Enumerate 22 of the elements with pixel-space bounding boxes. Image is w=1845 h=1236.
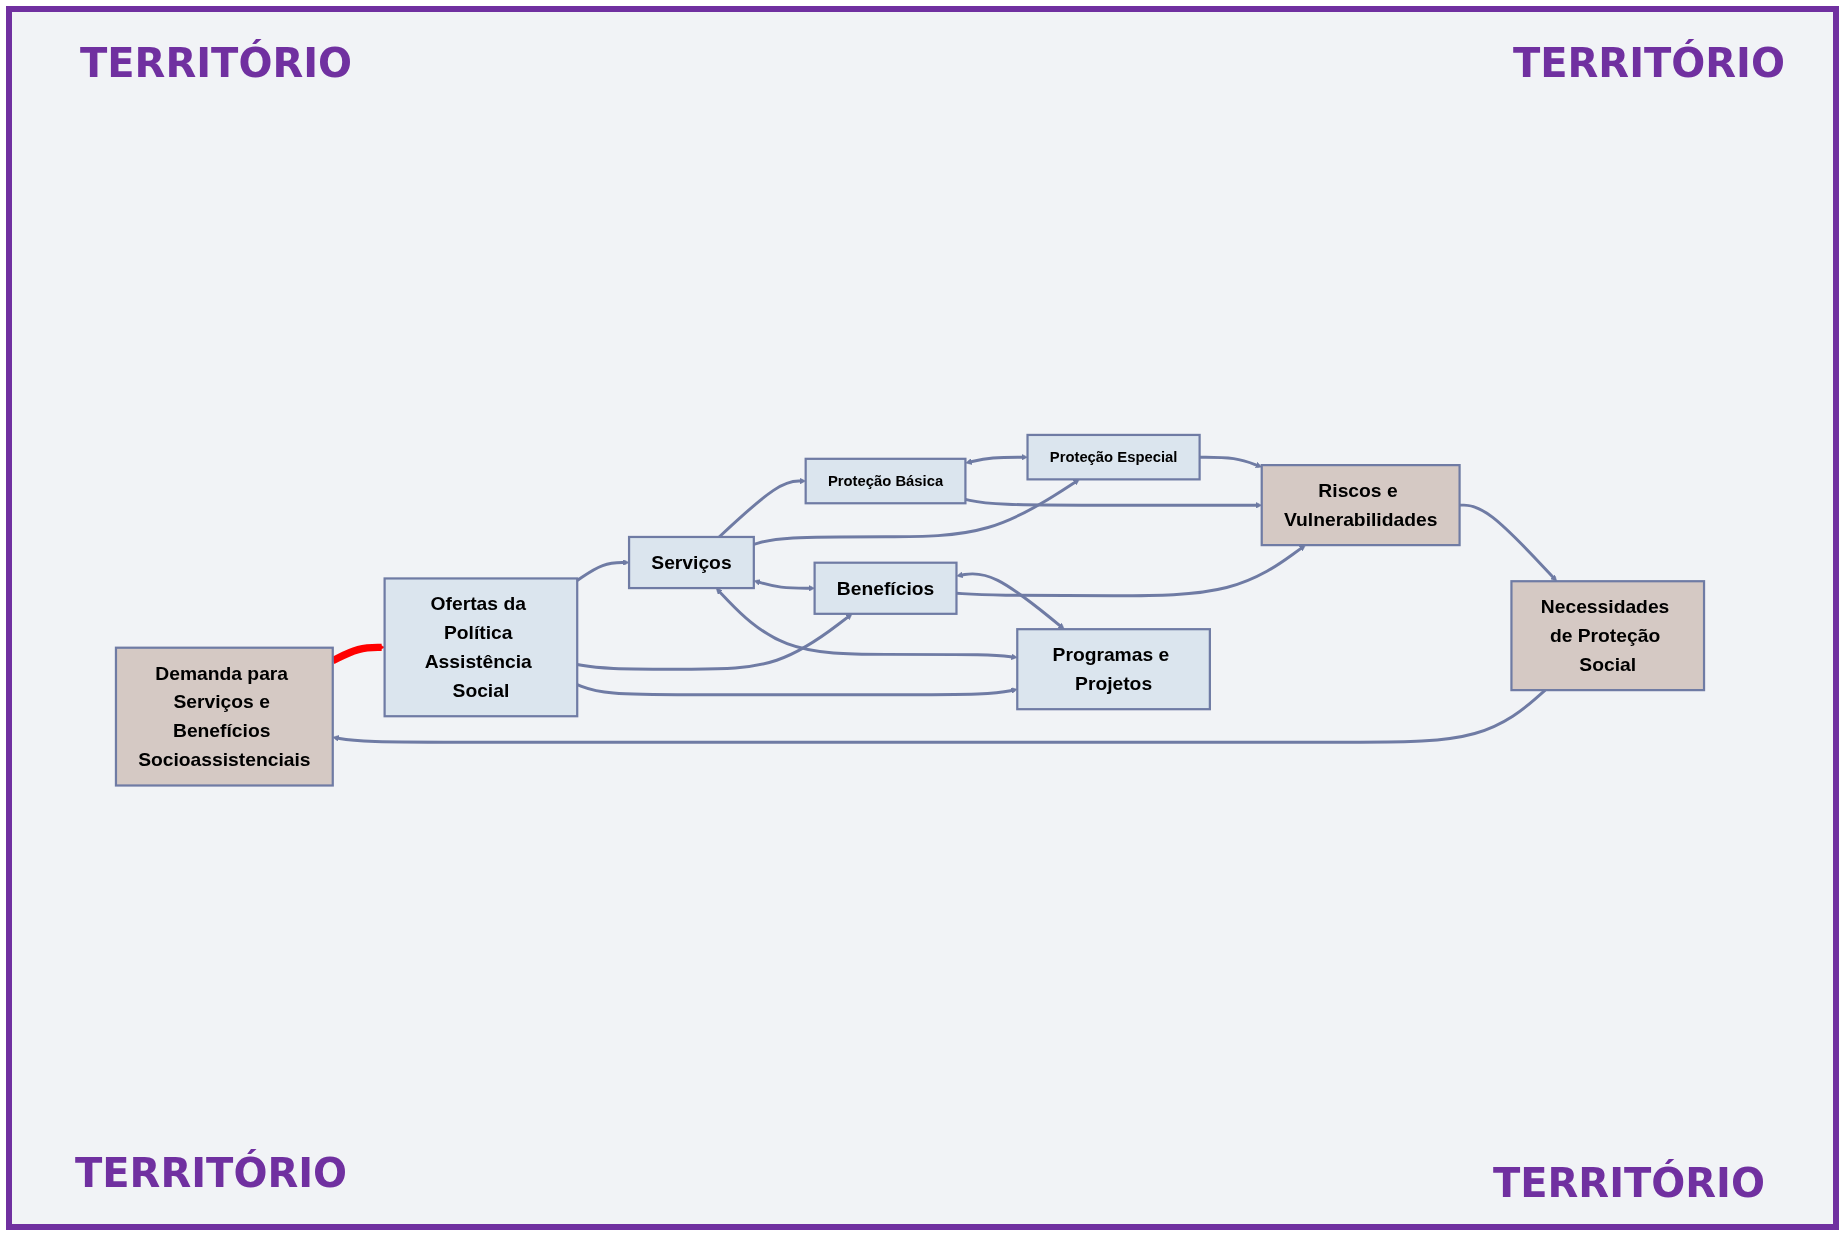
- corner-label: TERRITÓRIO: [1492, 1160, 1765, 1206]
- node-box: Serviços: [627, 535, 755, 589]
- arrow: [331, 643, 385, 664]
- node-box: Proteção Especial: [1026, 433, 1201, 481]
- arrow: [965, 453, 1028, 465]
- node-box: Benefícios: [813, 561, 958, 615]
- arrow: [753, 579, 815, 592]
- node-box: Demanda para Serviços e Benefícios Socioassistenciais: [114, 646, 334, 787]
- node-box: Ofertas da Política Assistência Social: [383, 577, 579, 718]
- arrow: [1459, 503, 1558, 582]
- arrow: [576, 559, 630, 582]
- node-box: Riscos e Vulnerabilidades: [1260, 463, 1461, 546]
- node-box: Proteção Básica: [804, 457, 967, 505]
- arrow: [965, 497, 1262, 509]
- arrow: [715, 587, 1018, 660]
- corner-label: TERRITÓRIO: [80, 40, 353, 86]
- node-box: Programas e Projetos: [1016, 627, 1211, 711]
- arrow: [956, 544, 1306, 597]
- corner-label: TERRITÓRIO: [1512, 40, 1785, 86]
- node-box: Necessidades de Proteção Social: [1510, 579, 1706, 691]
- arrow: [1199, 455, 1262, 468]
- corner-label: TERRITÓRIO: [75, 1150, 348, 1196]
